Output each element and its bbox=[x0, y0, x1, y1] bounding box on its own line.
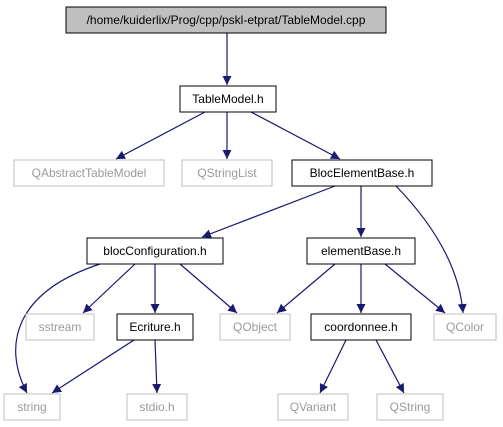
node-box-ecriture-h bbox=[116, 313, 194, 341]
node-label-qstring: QString bbox=[390, 400, 431, 414]
node-qobject: QObject bbox=[219, 313, 291, 341]
edge-coordonnee-h-to-qstring bbox=[375, 339, 405, 394]
edge-elementbase-h-to-qobject bbox=[276, 263, 336, 314]
node-box-string bbox=[3, 393, 61, 421]
node-label-stdio-h: stdio.h bbox=[139, 400, 174, 414]
node-label-ecriture-h: Ecriture.h bbox=[129, 320, 180, 334]
edge-ecriture-h-to-string bbox=[51, 339, 135, 394]
node-blocconfiguration-h[interactable]: blocConfiguration.h bbox=[86, 237, 224, 265]
edge-tablemodel-h-to-qabstracttablemodel bbox=[115, 111, 206, 160]
node-coordonnee-h[interactable]: coordonnee.h bbox=[310, 313, 412, 341]
node-box-tablemodel-h bbox=[179, 85, 277, 113]
node-qabstracttablemodel: QAbstractTableModel bbox=[13, 159, 165, 187]
node-qstringlist: QStringList bbox=[181, 159, 273, 187]
node-box-sstream bbox=[25, 313, 95, 341]
node-qstring: QString bbox=[376, 393, 444, 421]
node-label-qvariant: QVariant bbox=[290, 400, 337, 414]
edge-blocconfiguration-h-to-sstream bbox=[82, 263, 136, 314]
edge-blocelementbase-h-to-blocconfiguration-h bbox=[201, 185, 336, 238]
node-qcolor: QColor bbox=[433, 313, 497, 341]
node-elementbase-h[interactable]: elementBase.h bbox=[306, 237, 416, 265]
node-ecriture-h[interactable]: Ecriture.h bbox=[116, 313, 194, 341]
node-box-stdio-h bbox=[126, 393, 188, 421]
node-stdio-h: stdio.h bbox=[126, 393, 188, 421]
node-box-coordonnee-h bbox=[310, 313, 412, 341]
node-label-sstream: sstream bbox=[39, 320, 82, 334]
node-label-qobject: QObject bbox=[233, 320, 278, 334]
node-box-qstring bbox=[376, 393, 444, 421]
node-box-qcolor bbox=[433, 313, 497, 341]
edge-blocconfiguration-h-to-string bbox=[15, 263, 101, 394]
edge-ecriture-h-to-stdio-h bbox=[152, 339, 162, 394]
node-box-qobject bbox=[219, 313, 291, 341]
edge-elementbase-h-to-qcolor bbox=[384, 263, 446, 314]
edges-layer bbox=[15, 33, 467, 394]
node-box-tablemodel-cpp bbox=[65, 6, 387, 34]
node-blocelementbase-h[interactable]: BlocElementBase.h bbox=[291, 159, 433, 187]
node-label-qstringlist: QStringList bbox=[197, 166, 257, 180]
node-box-qstringlist bbox=[181, 159, 273, 187]
node-label-qabstracttablemodel: QAbstractTableModel bbox=[32, 166, 147, 180]
node-label-qcolor: QColor bbox=[446, 320, 484, 334]
node-box-blocconfiguration-h bbox=[86, 237, 224, 265]
node-string: string bbox=[3, 393, 61, 421]
edge-blocconfiguration-h-to-qobject bbox=[179, 263, 238, 314]
nodes-layer: /home/kuiderlix/Prog/cpp/pskl-etprat/Tab… bbox=[3, 6, 497, 421]
node-label-blocelementbase-h: BlocElementBase.h bbox=[310, 166, 415, 180]
node-box-qabstracttablemodel bbox=[13, 159, 165, 187]
node-label-coordonnee-h: coordonnee.h bbox=[324, 320, 397, 334]
node-qvariant: QVariant bbox=[277, 393, 349, 421]
node-label-tablemodel-h: TableModel.h bbox=[192, 92, 263, 106]
node-label-blocconfiguration-h: blocConfiguration.h bbox=[103, 244, 206, 258]
edge-tablemodel-h-to-blocelementbase-h bbox=[250, 111, 341, 160]
node-label-tablemodel-cpp: /home/kuiderlix/Prog/cpp/pskl-etprat/Tab… bbox=[87, 13, 366, 27]
node-box-blocelementbase-h bbox=[291, 159, 433, 187]
node-label-elementbase-h: elementBase.h bbox=[321, 244, 401, 258]
node-sstream: sstream bbox=[25, 313, 95, 341]
edge-blocelementbase-h-to-qcolor bbox=[395, 185, 467, 314]
node-box-qvariant bbox=[277, 393, 349, 421]
edge-coordonnee-h-to-qvariant bbox=[319, 339, 347, 394]
node-label-string: string bbox=[17, 400, 46, 414]
node-box-elementbase-h bbox=[306, 237, 416, 265]
node-tablemodel-cpp[interactable]: /home/kuiderlix/Prog/cpp/pskl-etprat/Tab… bbox=[65, 6, 387, 34]
node-tablemodel-h[interactable]: TableModel.h bbox=[179, 85, 277, 113]
